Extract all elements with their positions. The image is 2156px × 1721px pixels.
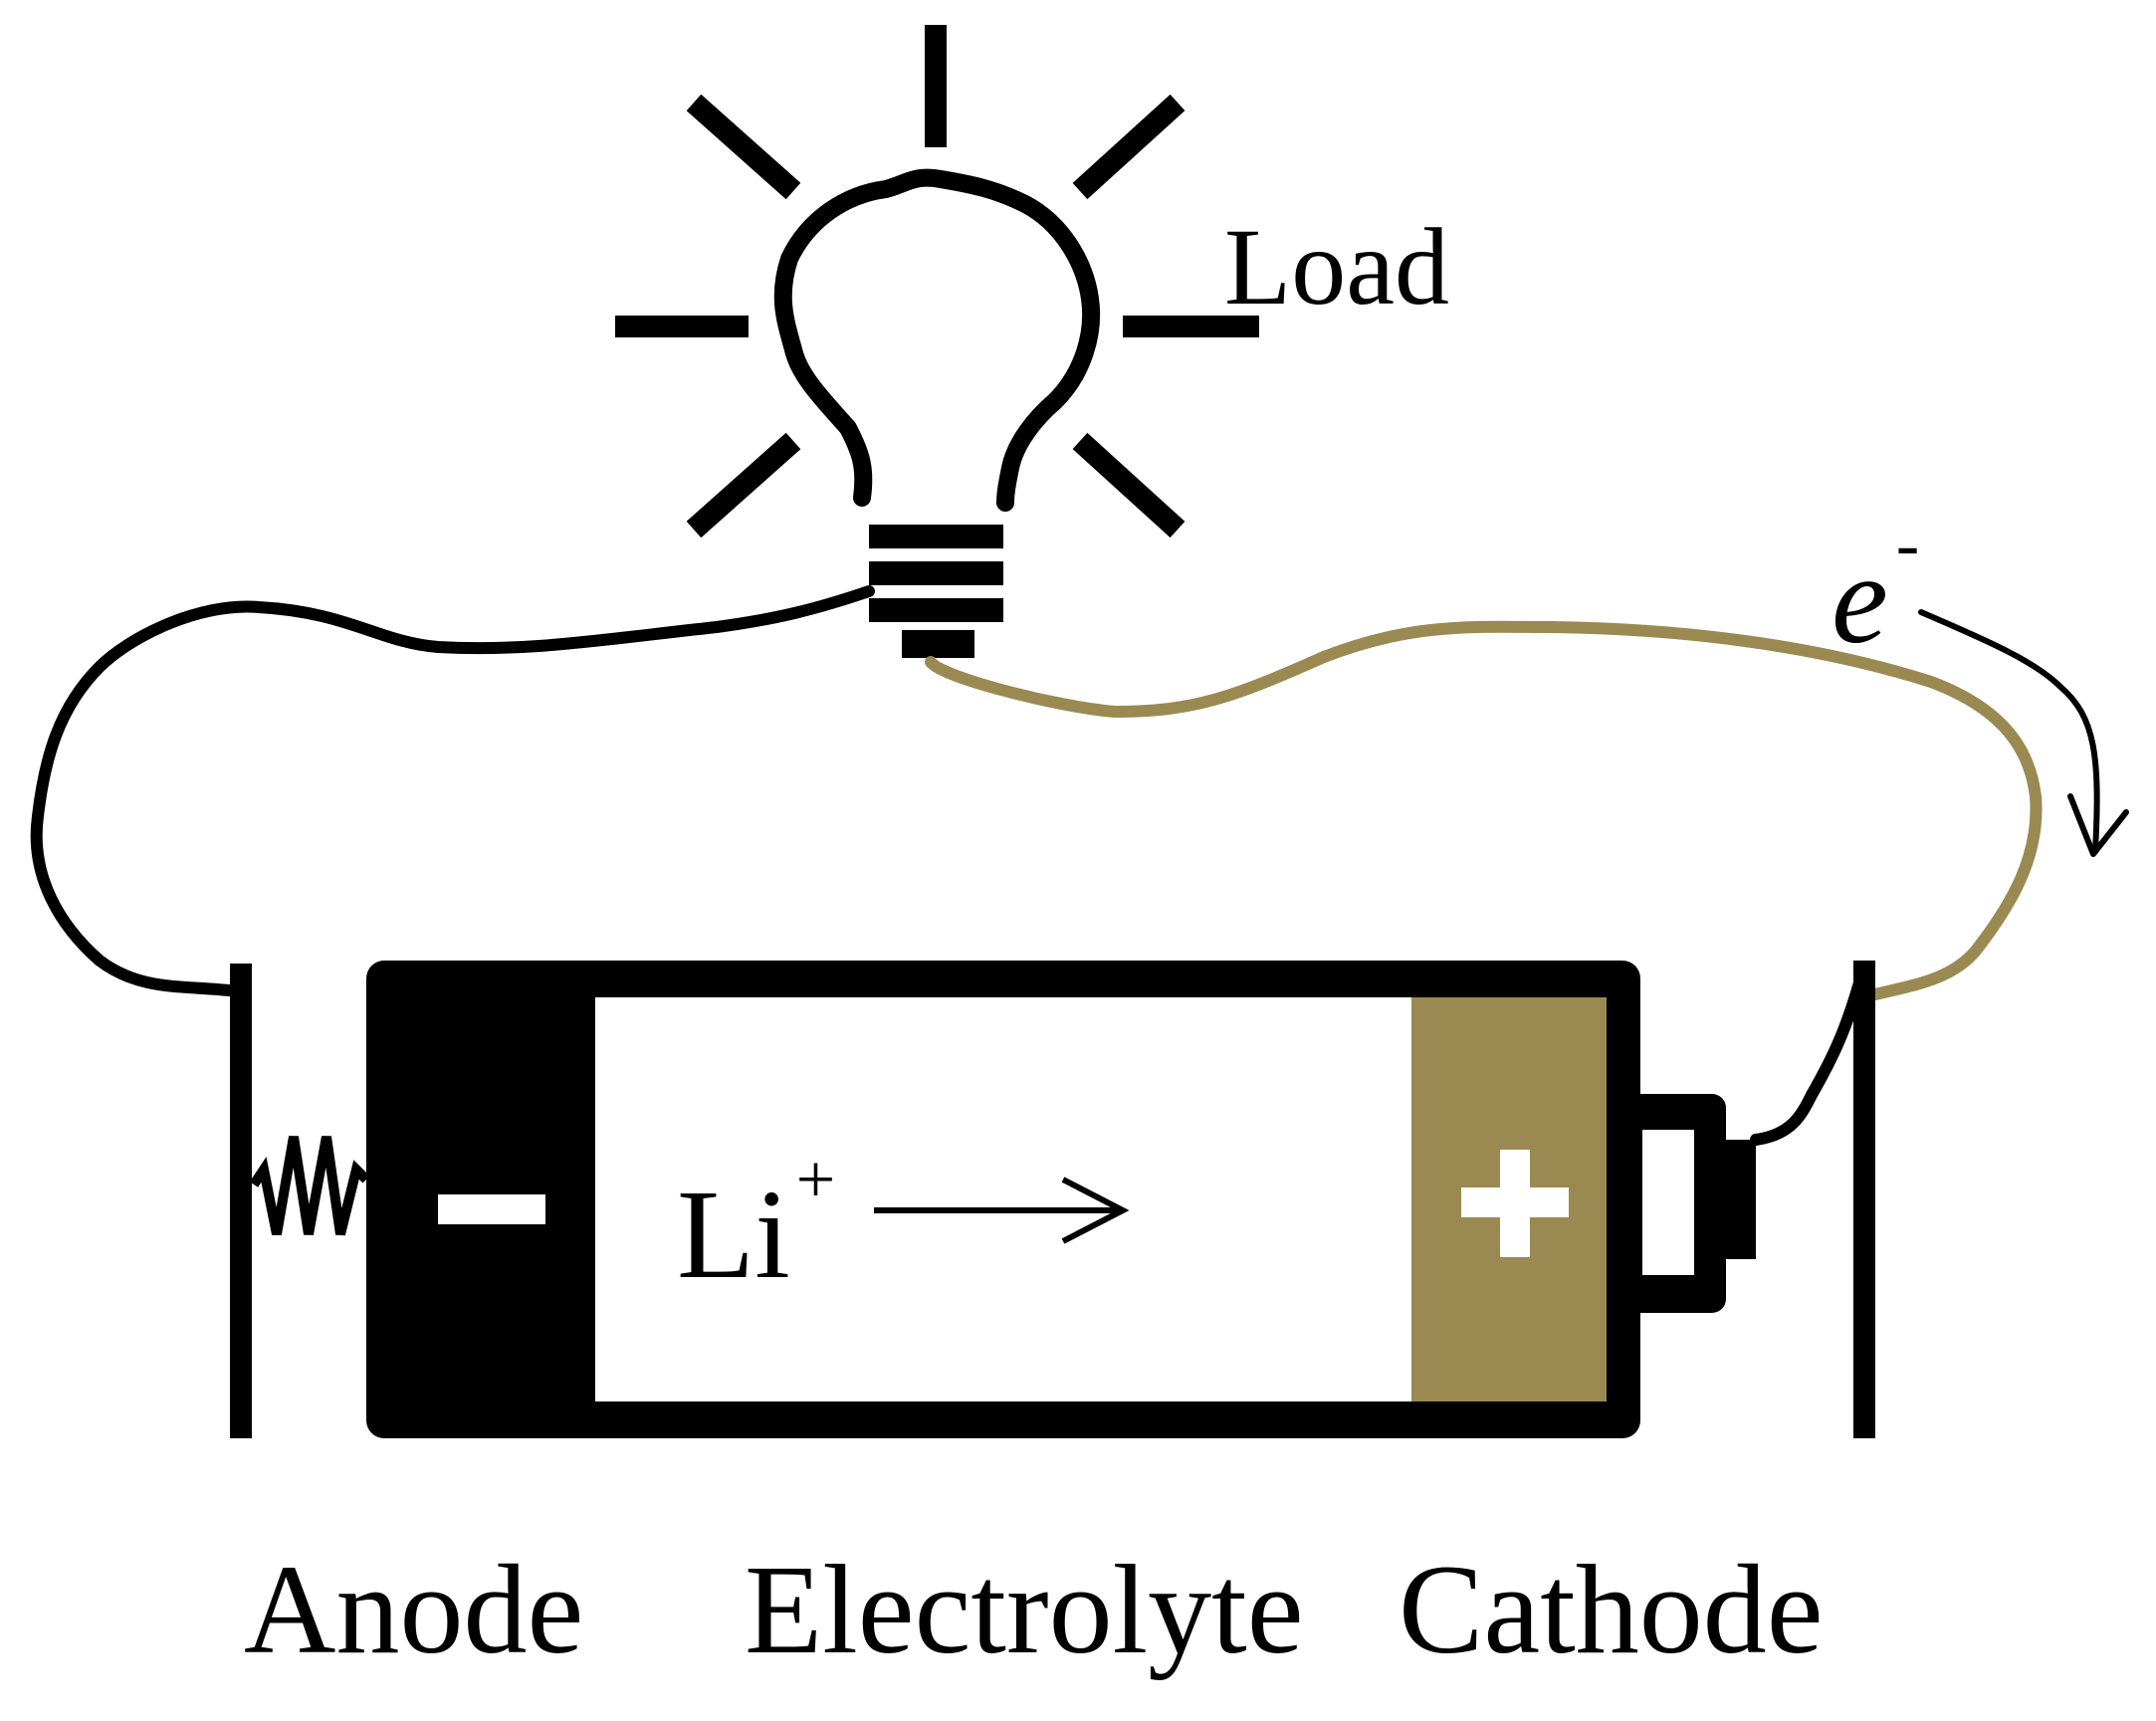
cathode-label: Cathode: [1399, 1539, 1824, 1680]
anode-minus-icon: [438, 1194, 545, 1224]
anode-label: Anode: [244, 1539, 583, 1680]
battery-terminal-inner: [1642, 1130, 1694, 1275]
electron-flow-arrow: [1918, 609, 2100, 854]
anode-spring: [249, 1136, 370, 1236]
wire-cathode: [925, 620, 2043, 1001]
battery-terminal-tip: [1726, 1140, 1756, 1259]
cathode-plus-icon: [1461, 1150, 1569, 1257]
ray-bottom-left: [686, 432, 801, 538]
bulb-icon: [773, 168, 1101, 512]
electrolyte-region: [595, 997, 1411, 1401]
electron-label: e -: [1832, 507, 1919, 670]
ray-bottom-right: [1072, 432, 1186, 538]
electrolyte-label: Electrolyte: [745, 1539, 1304, 1680]
bulb-rays: [615, 25, 1259, 538]
cathode-contact: [1750, 969, 1867, 1146]
load-label: Load: [1224, 206, 1449, 327]
ray-top-left: [686, 94, 801, 200]
electron-arrowhead: [2067, 793, 2129, 857]
ray-top-right: [1072, 94, 1186, 200]
wire-anode: [30, 585, 875, 996]
ion-label: Li +: [677, 1142, 835, 1305]
bulb-base: [869, 525, 1003, 658]
ion-arrowhead: [1061, 1177, 1130, 1244]
